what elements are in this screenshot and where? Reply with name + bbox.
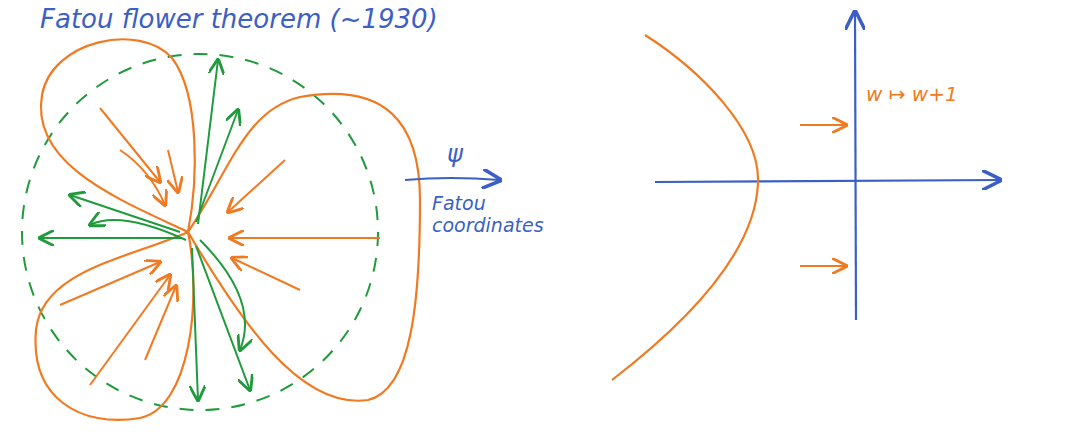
petals <box>36 39 420 420</box>
title: Fatou flower theorem (~1930) <box>40 4 438 34</box>
map-symbol: ψ <box>447 140 463 168</box>
map-arrow <box>405 178 500 180</box>
dashed-circle <box>22 54 378 410</box>
translation-formula: w ↦ w+1 <box>866 82 958 106</box>
map-name: Fatou coordinates <box>432 192 552 236</box>
attracting-arrows <box>60 108 380 385</box>
repelling-arrows <box>40 60 250 400</box>
translation-arrows <box>800 125 846 266</box>
half-plane-boundary <box>612 35 758 380</box>
axes <box>655 12 1000 320</box>
